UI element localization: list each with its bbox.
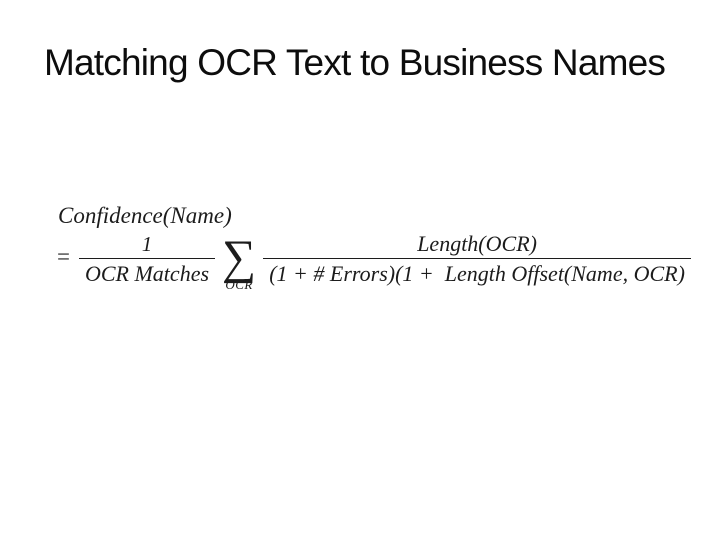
summation-subscript: OCR bbox=[225, 277, 253, 293]
fraction-numerator: 1 bbox=[141, 231, 153, 256]
fraction-length-ratio: Length(OCR) (1 + # Errors)(1 + Length Of… bbox=[263, 231, 691, 287]
fraction-denominator: OCR Matches bbox=[78, 257, 216, 286]
sigma-symbol: ∑ bbox=[222, 231, 257, 285]
fraction-denominator: (1 + # Errors)(1 + Length Offset(Name, O… bbox=[263, 258, 691, 286]
fraction-numerator: Length(OCR) bbox=[417, 231, 537, 256]
fraction-inverse-ocr-matches: 1 OCR Matches bbox=[78, 231, 216, 286]
formula-lhs-confidence-term: Confidence(Name) bbox=[58, 203, 232, 228]
slide-title: Matching OCR Text to Business Names bbox=[44, 42, 666, 83]
summation: ∑ OCR bbox=[222, 231, 257, 293]
equals-sign: = bbox=[57, 243, 70, 269]
formula-rhs: = 1 OCR Matches ∑ OCR Length(OCR) (1 + #… bbox=[57, 231, 691, 292]
